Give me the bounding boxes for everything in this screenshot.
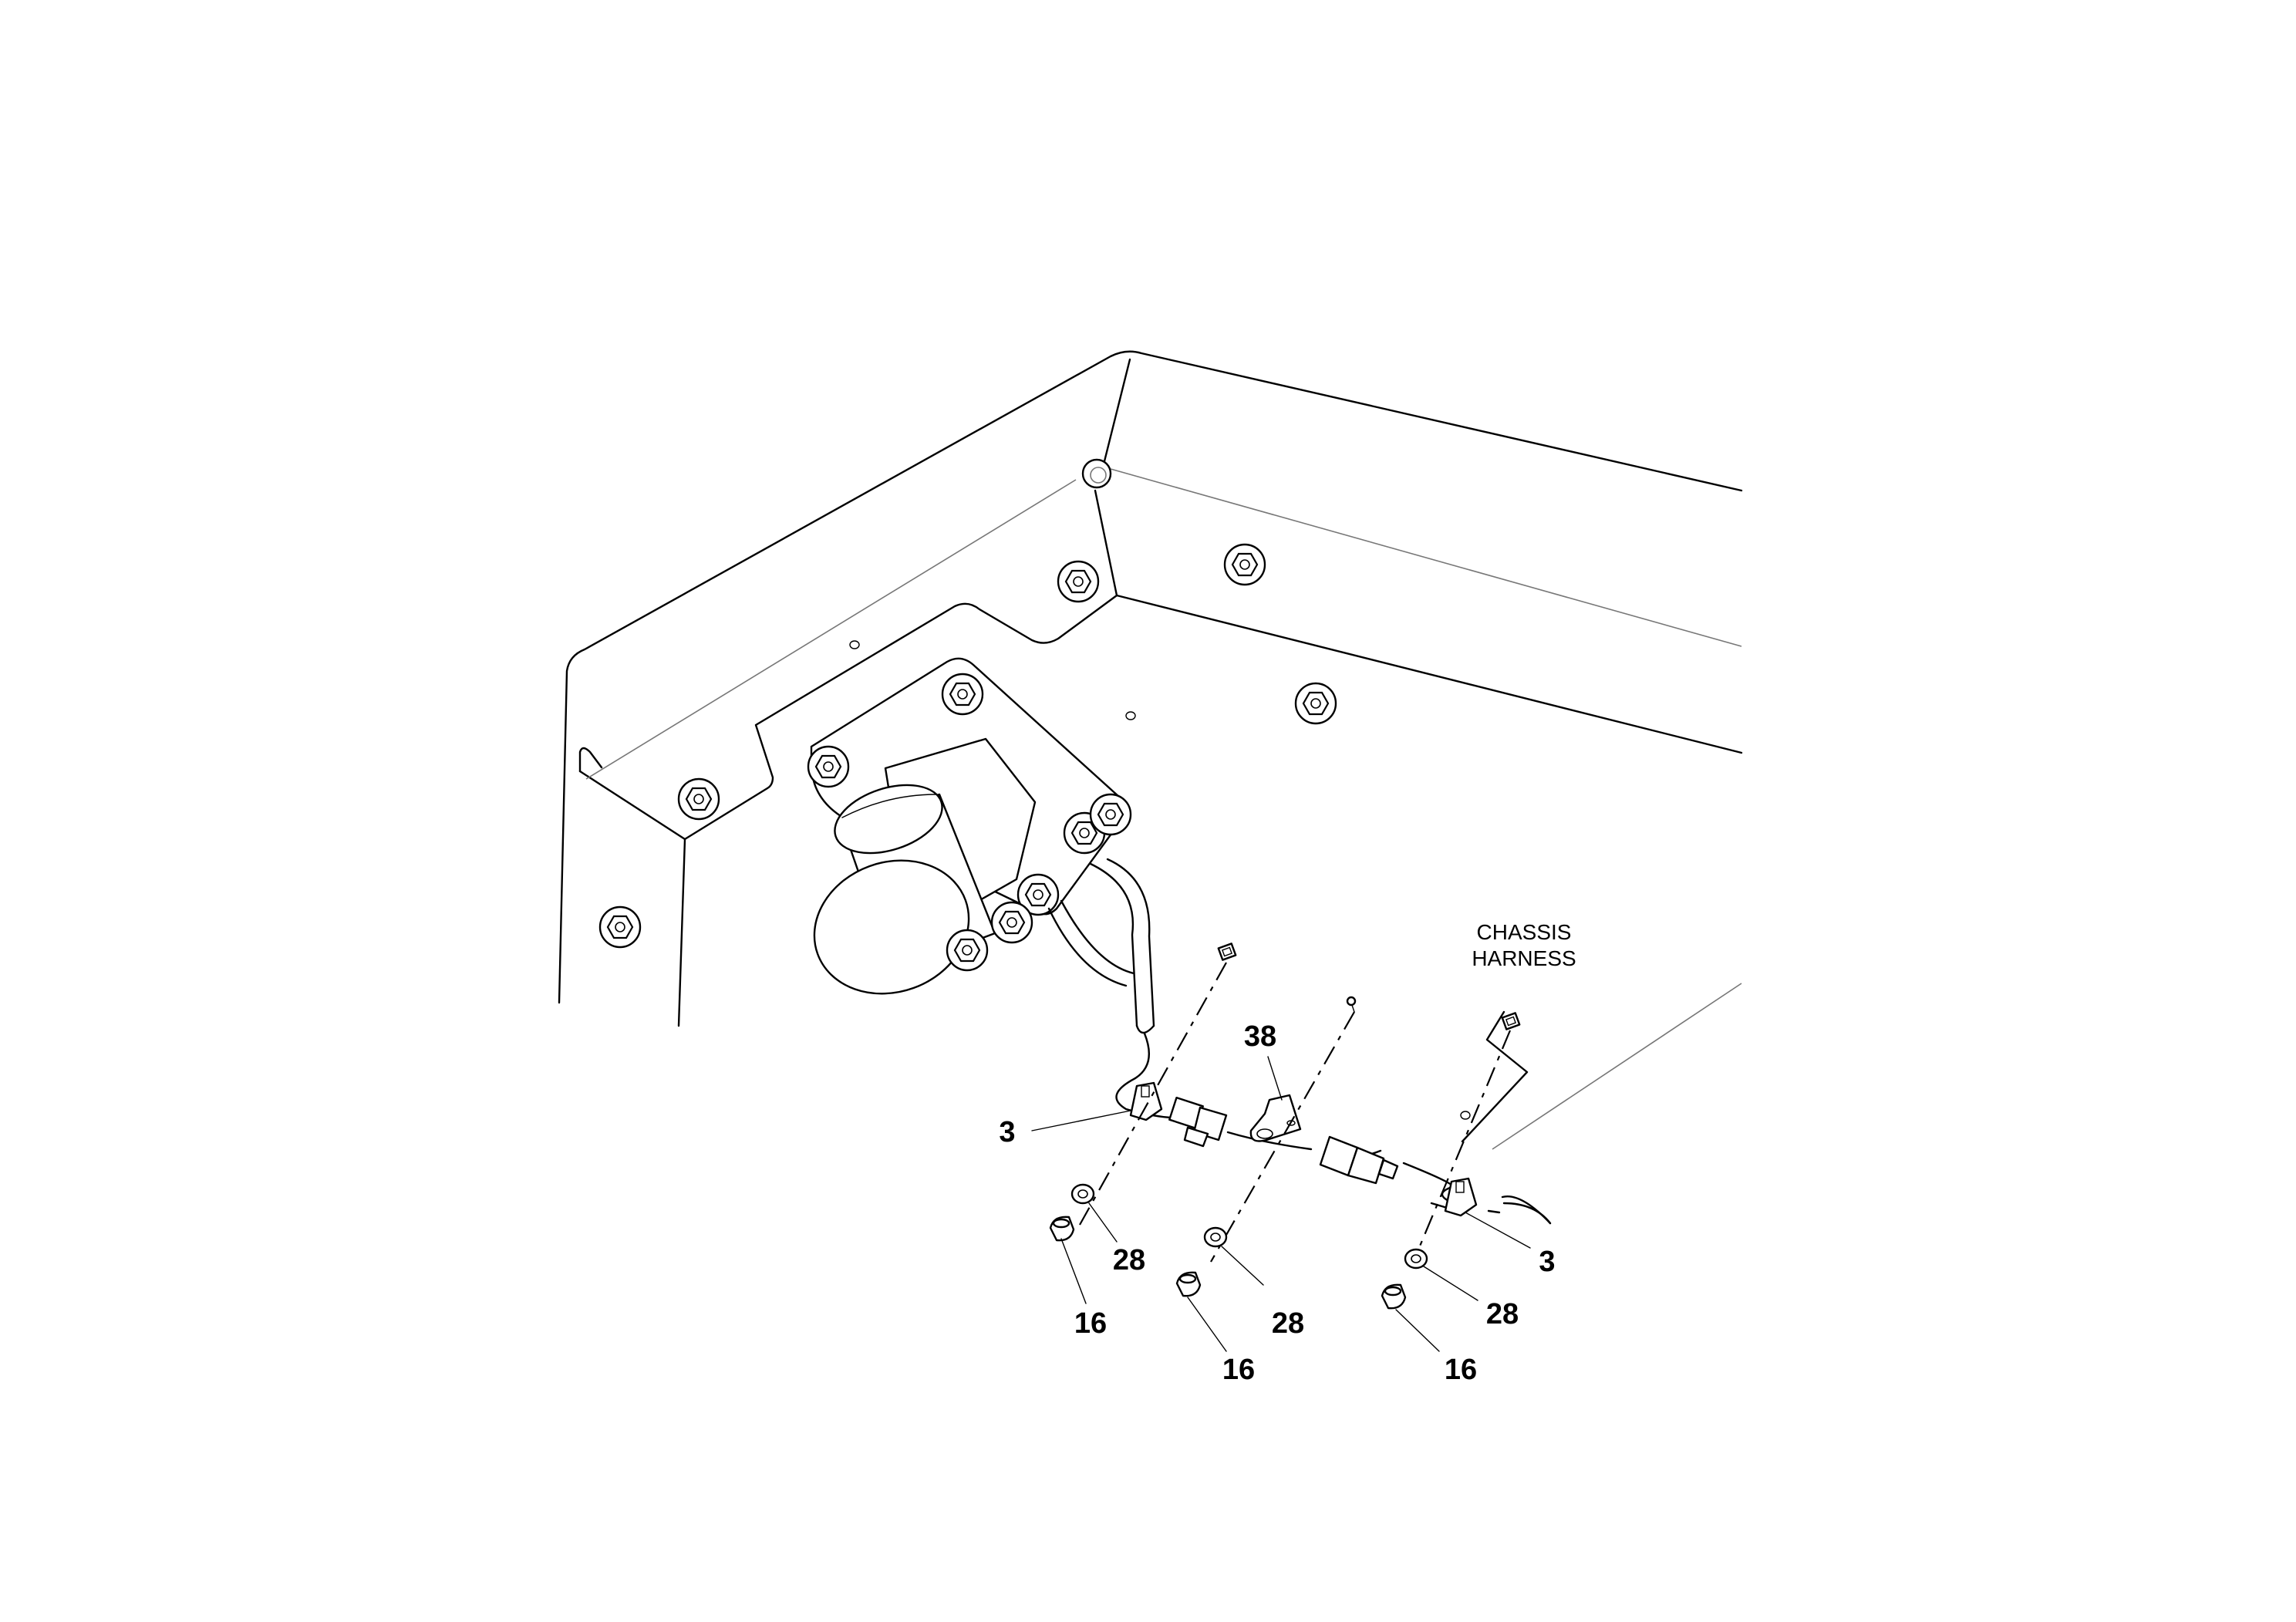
callout-28-mid: 28 [1272, 1307, 1304, 1340]
screw-right [1381, 1283, 1407, 1310]
screw-left [1049, 1216, 1075, 1242]
nut-left-top [1217, 943, 1237, 961]
harness-connector-left [1168, 1096, 1228, 1148]
callout-38: 38 [1244, 1020, 1276, 1053]
chassis-harness-label-line2: HARNESS [1472, 946, 1576, 970]
bracket [1249, 1094, 1302, 1142]
chassis-harness-wire [1461, 983, 1742, 1150]
clip-left [1129, 1081, 1163, 1121]
callout-16-left: 16 [1074, 1307, 1107, 1340]
washer-left [1070, 1183, 1095, 1205]
stud-mid-top [1346, 996, 1357, 1013]
leader-lines [1031, 1056, 1531, 1352]
washer-mid [1203, 1226, 1228, 1248]
washer-right [1404, 1248, 1428, 1270]
clip-right [1444, 1177, 1478, 1217]
solenoid-assembly [807, 657, 1155, 1034]
mounting-axes [1079, 962, 1512, 1263]
callout-16-right: 16 [1445, 1354, 1477, 1386]
callout-3-left: 3 [999, 1116, 1015, 1148]
screw-mid [1175, 1271, 1202, 1297]
harness-connector-right [1319, 1135, 1399, 1185]
harness-wire [1115, 1032, 1552, 1225]
callout-28-left: 28 [1113, 1244, 1145, 1276]
chassis-harness-label-line1: CHASSIS [1477, 920, 1572, 944]
callout-16-mid: 16 [1222, 1354, 1255, 1386]
callout-28-right: 28 [1486, 1298, 1519, 1330]
chassis-panel [558, 350, 1743, 1120]
callout-3-right: 3 [1539, 1246, 1555, 1278]
